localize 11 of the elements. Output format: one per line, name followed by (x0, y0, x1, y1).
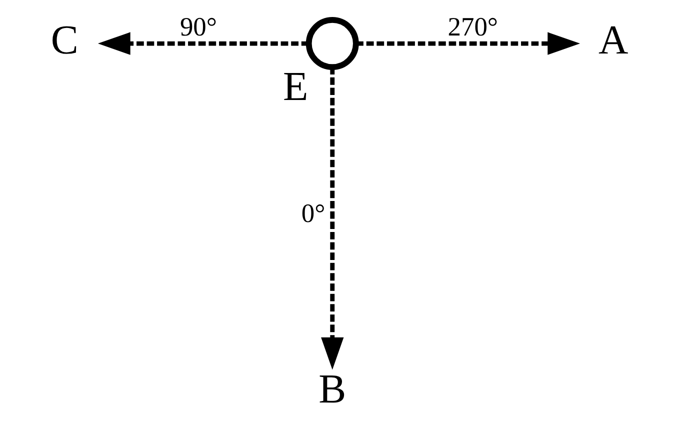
edge-label: 0° (301, 198, 326, 228)
arrow (321, 67, 344, 370)
node-text: B (318, 365, 346, 412)
edge-label: 90° (180, 11, 218, 42)
arrow (356, 32, 580, 55)
edge-label: 270° (448, 11, 498, 42)
node-text: C (50, 16, 78, 63)
node-label: E (283, 63, 308, 110)
node-circle (306, 17, 359, 70)
node-text: A (598, 16, 628, 63)
arrow (98, 32, 309, 55)
